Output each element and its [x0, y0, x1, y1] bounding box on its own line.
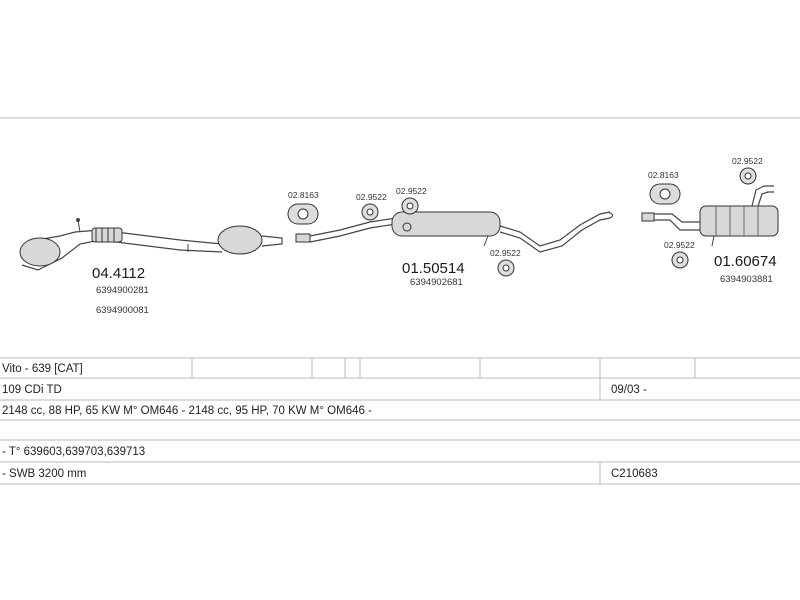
- middle-inlet-shape: [295, 233, 311, 243]
- front-converter-shape: [19, 237, 61, 267]
- front-oem-2: 6394900081: [96, 305, 149, 316]
- application-table: [0, 357, 800, 485]
- gasket-icon: [739, 167, 757, 185]
- gasket-icon: [401, 197, 419, 215]
- gasket-icon: [361, 203, 379, 221]
- clamp-label-5: 02.8163: [648, 170, 679, 180]
- front-oem-1: 6394900281: [96, 285, 149, 296]
- clamp-label-6: 02.9522: [732, 156, 763, 166]
- rear-part-number: 01.60674: [714, 253, 777, 270]
- types-cell: - T° 639603,639703,639713: [2, 446, 145, 458]
- middle-silencer-shape: [391, 211, 501, 237]
- gasket-icon: [671, 251, 689, 269]
- wheelbase-cell: - SWB 3200 mm: [2, 468, 86, 480]
- clamp-icon: [649, 183, 681, 205]
- rear-inlet-shape: [641, 212, 655, 222]
- date-cell: 09/03 -: [611, 384, 647, 396]
- middle-part-number: 01.50514: [402, 260, 465, 277]
- clamp-label-7: 02.9522: [664, 240, 695, 250]
- middle-pipe-drawing: [295, 211, 614, 253]
- front-pipe-drawing: [19, 218, 283, 271]
- gasket-icon: [497, 259, 515, 277]
- model-cell: Vito - 639 [CAT]: [2, 363, 83, 375]
- engine-cell: 2148 cc, 88 HP, 65 KW M° OM646 - 2148 cc…: [2, 405, 372, 417]
- clamp-icon: [287, 203, 319, 225]
- front-part-number: 04.4112: [92, 265, 145, 282]
- rear-converter-shape: [217, 225, 263, 255]
- clamp-label-3: 02.9522: [396, 186, 427, 196]
- middle-oem-1: 6394902681: [410, 277, 463, 288]
- clamp-label-4: 02.9522: [490, 248, 521, 258]
- rear-pipe-drawing: [641, 185, 779, 247]
- clamp-label-1: 02.8163: [288, 190, 319, 200]
- rear-oem-1: 6394903881: [720, 274, 773, 285]
- clamp-label-2: 02.9522: [356, 192, 387, 202]
- code-cell: C210683: [611, 468, 658, 480]
- rear-silencer-shape: [699, 205, 779, 237]
- variant-cell: 109 CDi TD: [2, 384, 62, 396]
